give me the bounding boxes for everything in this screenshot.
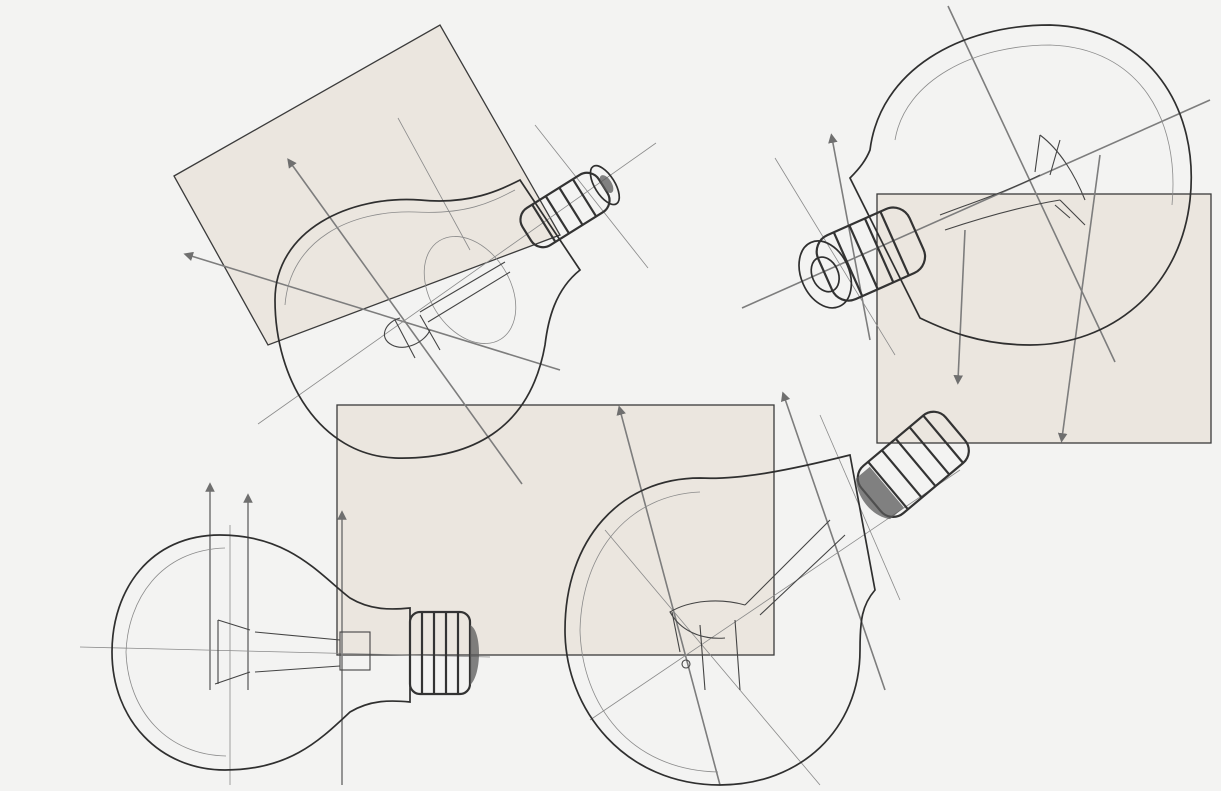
bulb-sketch-bottom-right (564, 391, 970, 786)
bulb-sketch-bottom-left (79, 482, 491, 785)
paper-square-center (336, 404, 775, 656)
paper-square-right (876, 193, 1212, 444)
bulb-sketch-top-right (741, 5, 1211, 443)
bulb-sketch-top-left (183, 117, 657, 485)
paper-square-top-left (173, 24, 561, 346)
